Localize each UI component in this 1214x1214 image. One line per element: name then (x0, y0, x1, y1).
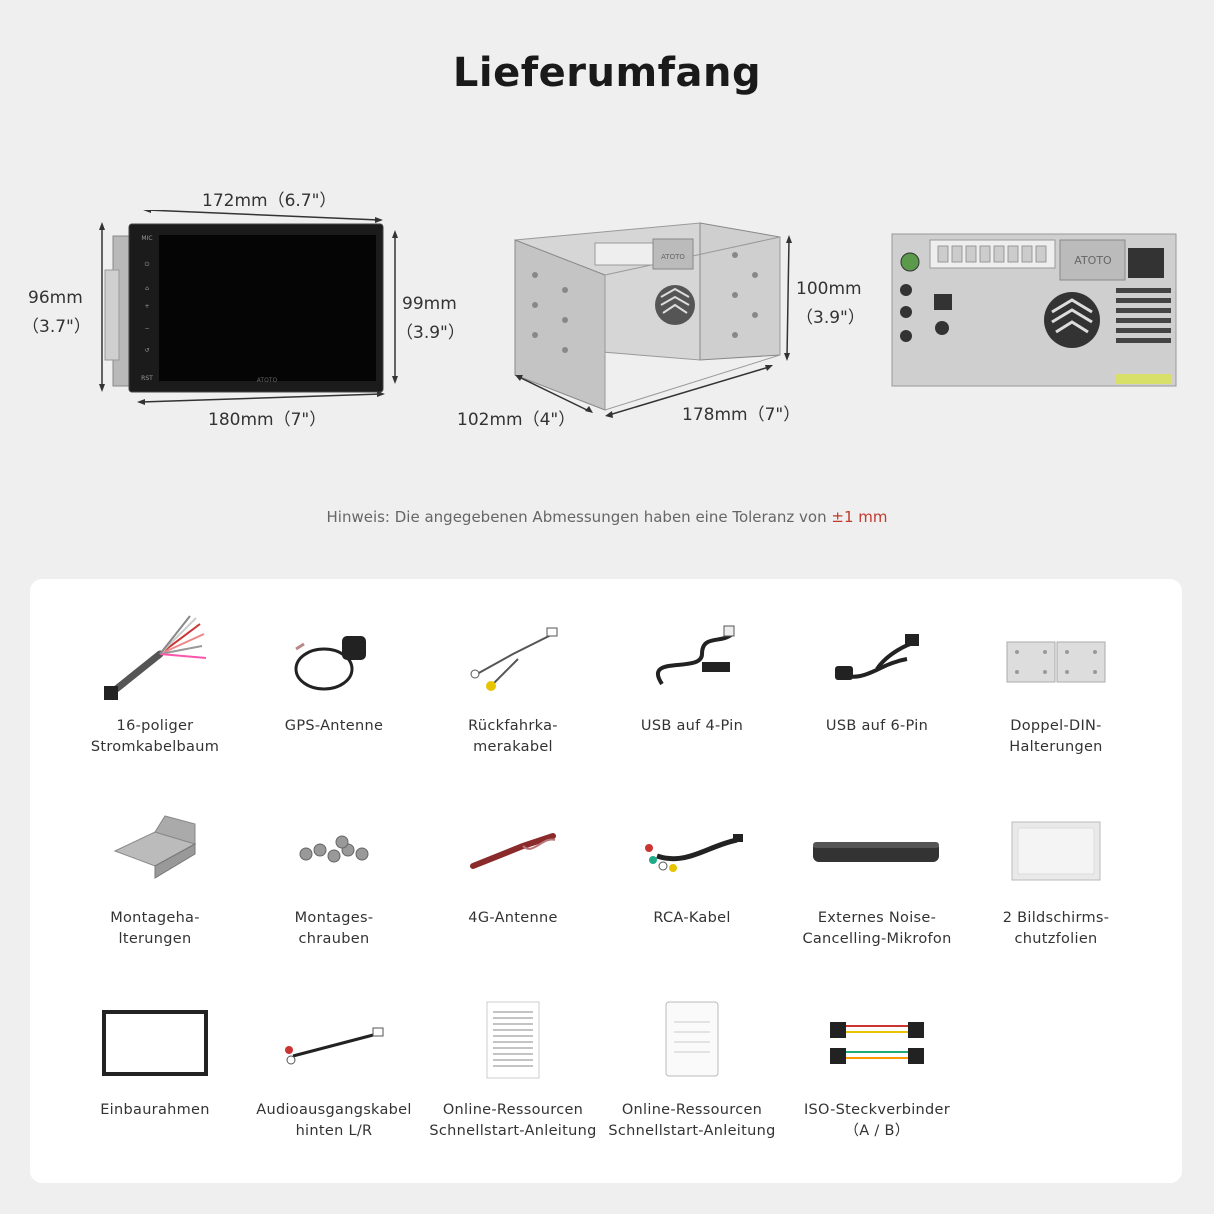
volume-up-icon: + (144, 303, 149, 310)
wire-harness-icon (104, 615, 207, 700)
list-item: Montages-chrauben (249, 806, 419, 950)
item-label-line2: Schnellstart-Anleitung (608, 1123, 776, 1139)
rca-cable-icon (645, 834, 743, 872)
trim-frame-icon (102, 1010, 208, 1076)
rear-logo: ATOTO (1074, 254, 1112, 267)
head-unit-left-height-in: （3.7"） (22, 317, 91, 337)
chassis-logo: ATOTO (661, 253, 685, 261)
chassis-width: 178mm（7"） (682, 405, 801, 425)
list-item: Rückfahrka-merakabel (428, 614, 598, 758)
item-label-line1: USB auf 4-Pin (640, 718, 744, 734)
item-label-line1: Online-Ressourcen (621, 1102, 763, 1118)
item-label-line2: lterungen (118, 931, 192, 947)
item-label-line1: 4G-Antenne (468, 910, 558, 926)
screen-logo: ATOTO (257, 377, 278, 384)
item-label-line1: Montages- (294, 910, 374, 926)
list-item: Doppel-DIN- Halterungen (971, 614, 1141, 758)
reset-label: RST (141, 375, 153, 382)
item-label-line1: 16-poliger (116, 718, 194, 734)
back-icon: ↺ (144, 347, 149, 354)
item-label-line1: Externes Noise- (817, 910, 937, 926)
item-label-line2: chrauben (298, 931, 370, 947)
item-label-line1: RCA-Kabel (653, 910, 731, 926)
head-unit-illustration: ATOTO MIC ⏻ ⌂ + − ↺ RST (99, 210, 398, 405)
item-label-line1: Rückfahrka- (468, 718, 558, 734)
list-item: RCA-Kabel (607, 806, 777, 929)
lte-antenna-icon (470, 833, 556, 869)
item-label-line2: （A / B） (844, 1123, 910, 1139)
item-label-line1: Einbaurahmen (100, 1102, 210, 1118)
chassis-cage-illustration: ATOTO (514, 222, 792, 418)
item-label-line2: Stromkabelbaum (90, 739, 220, 755)
tolerance-note: Hinweis: Die angegebenen Abmessungen hab… (0, 508, 1214, 526)
list-item: Externes Noise- Cancelling-Mikrofon (792, 806, 962, 950)
home-icon: ⌂ (145, 285, 149, 292)
item-label-line1: Online-Ressourcen (442, 1102, 584, 1118)
list-item: USB auf 6-Pin (792, 614, 962, 737)
item-label-line2: Schnellstart-Anleitung (429, 1123, 597, 1139)
list-item: ISO-Steckverbinder （A / B） (792, 998, 962, 1142)
chassis-height-in: （3.9"） (796, 308, 865, 328)
list-item: 2 Bildschirms-chutzfolien (971, 806, 1141, 950)
volume-down-icon: − (144, 325, 149, 332)
chassis-depth: 102mm（4"） (457, 410, 576, 430)
mounting-bracket-icon (113, 815, 197, 879)
iso-connector-icon (830, 1022, 924, 1064)
list-item: 4G-Antenne (428, 806, 598, 929)
list-item: GPS-Antenne (249, 614, 419, 737)
audio-cable-icon (285, 1027, 384, 1065)
head-unit-bottom-width: 180mm（7"） (208, 410, 327, 430)
item-label-line2: merakabel (473, 739, 553, 755)
tolerance-value: ±1 mm (831, 508, 888, 526)
item-label-line2: chutzfolien (1014, 931, 1098, 947)
item-label-line1: GPS-Antenne (284, 718, 384, 734)
chassis-height-mm: 100mm (796, 279, 862, 299)
item-label-line1: Montageha- (110, 910, 200, 926)
usb-cable-icon (835, 634, 919, 680)
document-icon (486, 1001, 540, 1079)
head-unit-right-height-mm: 99mm (402, 294, 457, 314)
page-title: Lieferumfang (452, 50, 762, 96)
head-unit-right-height-in: （3.9"） (396, 323, 465, 343)
rear-panel-illustration: ATOTO (891, 233, 1177, 387)
power-icon: ⏻ (145, 261, 150, 268)
item-label-line2: Halterungen (1009, 739, 1103, 755)
item-label-line2: Cancelling-Mikrofon (802, 931, 952, 947)
usb-cable-icon (656, 625, 735, 686)
item-label-line1: Audioausgangskabel (256, 1102, 412, 1118)
microphone-icon (813, 842, 939, 862)
item-label-line1: USB auf 6-Pin (825, 718, 929, 734)
list-item: USB auf 4-Pin (607, 614, 777, 737)
mic-label: MIC (141, 235, 152, 242)
camera-cable-icon (470, 627, 558, 691)
guide-card-icon (665, 1001, 719, 1077)
note-text: Hinweis: Die angegebenen Abmessungen hab… (326, 508, 832, 526)
item-label-line1: ISO-Steckverbinder (803, 1102, 951, 1118)
list-item: Einbaurahmen (70, 998, 240, 1121)
bracket-plates-icon (1006, 641, 1106, 683)
item-label-line2: hinten L/R (295, 1123, 373, 1139)
head-unit-left-height-mm: 96mm (28, 288, 83, 308)
screws-icon (299, 835, 369, 863)
list-item: Audioausgangskabel hinten L/R (249, 998, 419, 1142)
gps-antenna-icon (294, 636, 366, 691)
list-item: Montageha-lterungen (70, 806, 240, 950)
item-label-line1: 2 Bildschirms- (1002, 910, 1110, 926)
item-label-line1: Doppel-DIN- (1010, 718, 1102, 734)
head-unit-top-width: 172mm（6.7"） (202, 191, 337, 211)
screen-protector-icon (1011, 821, 1101, 881)
